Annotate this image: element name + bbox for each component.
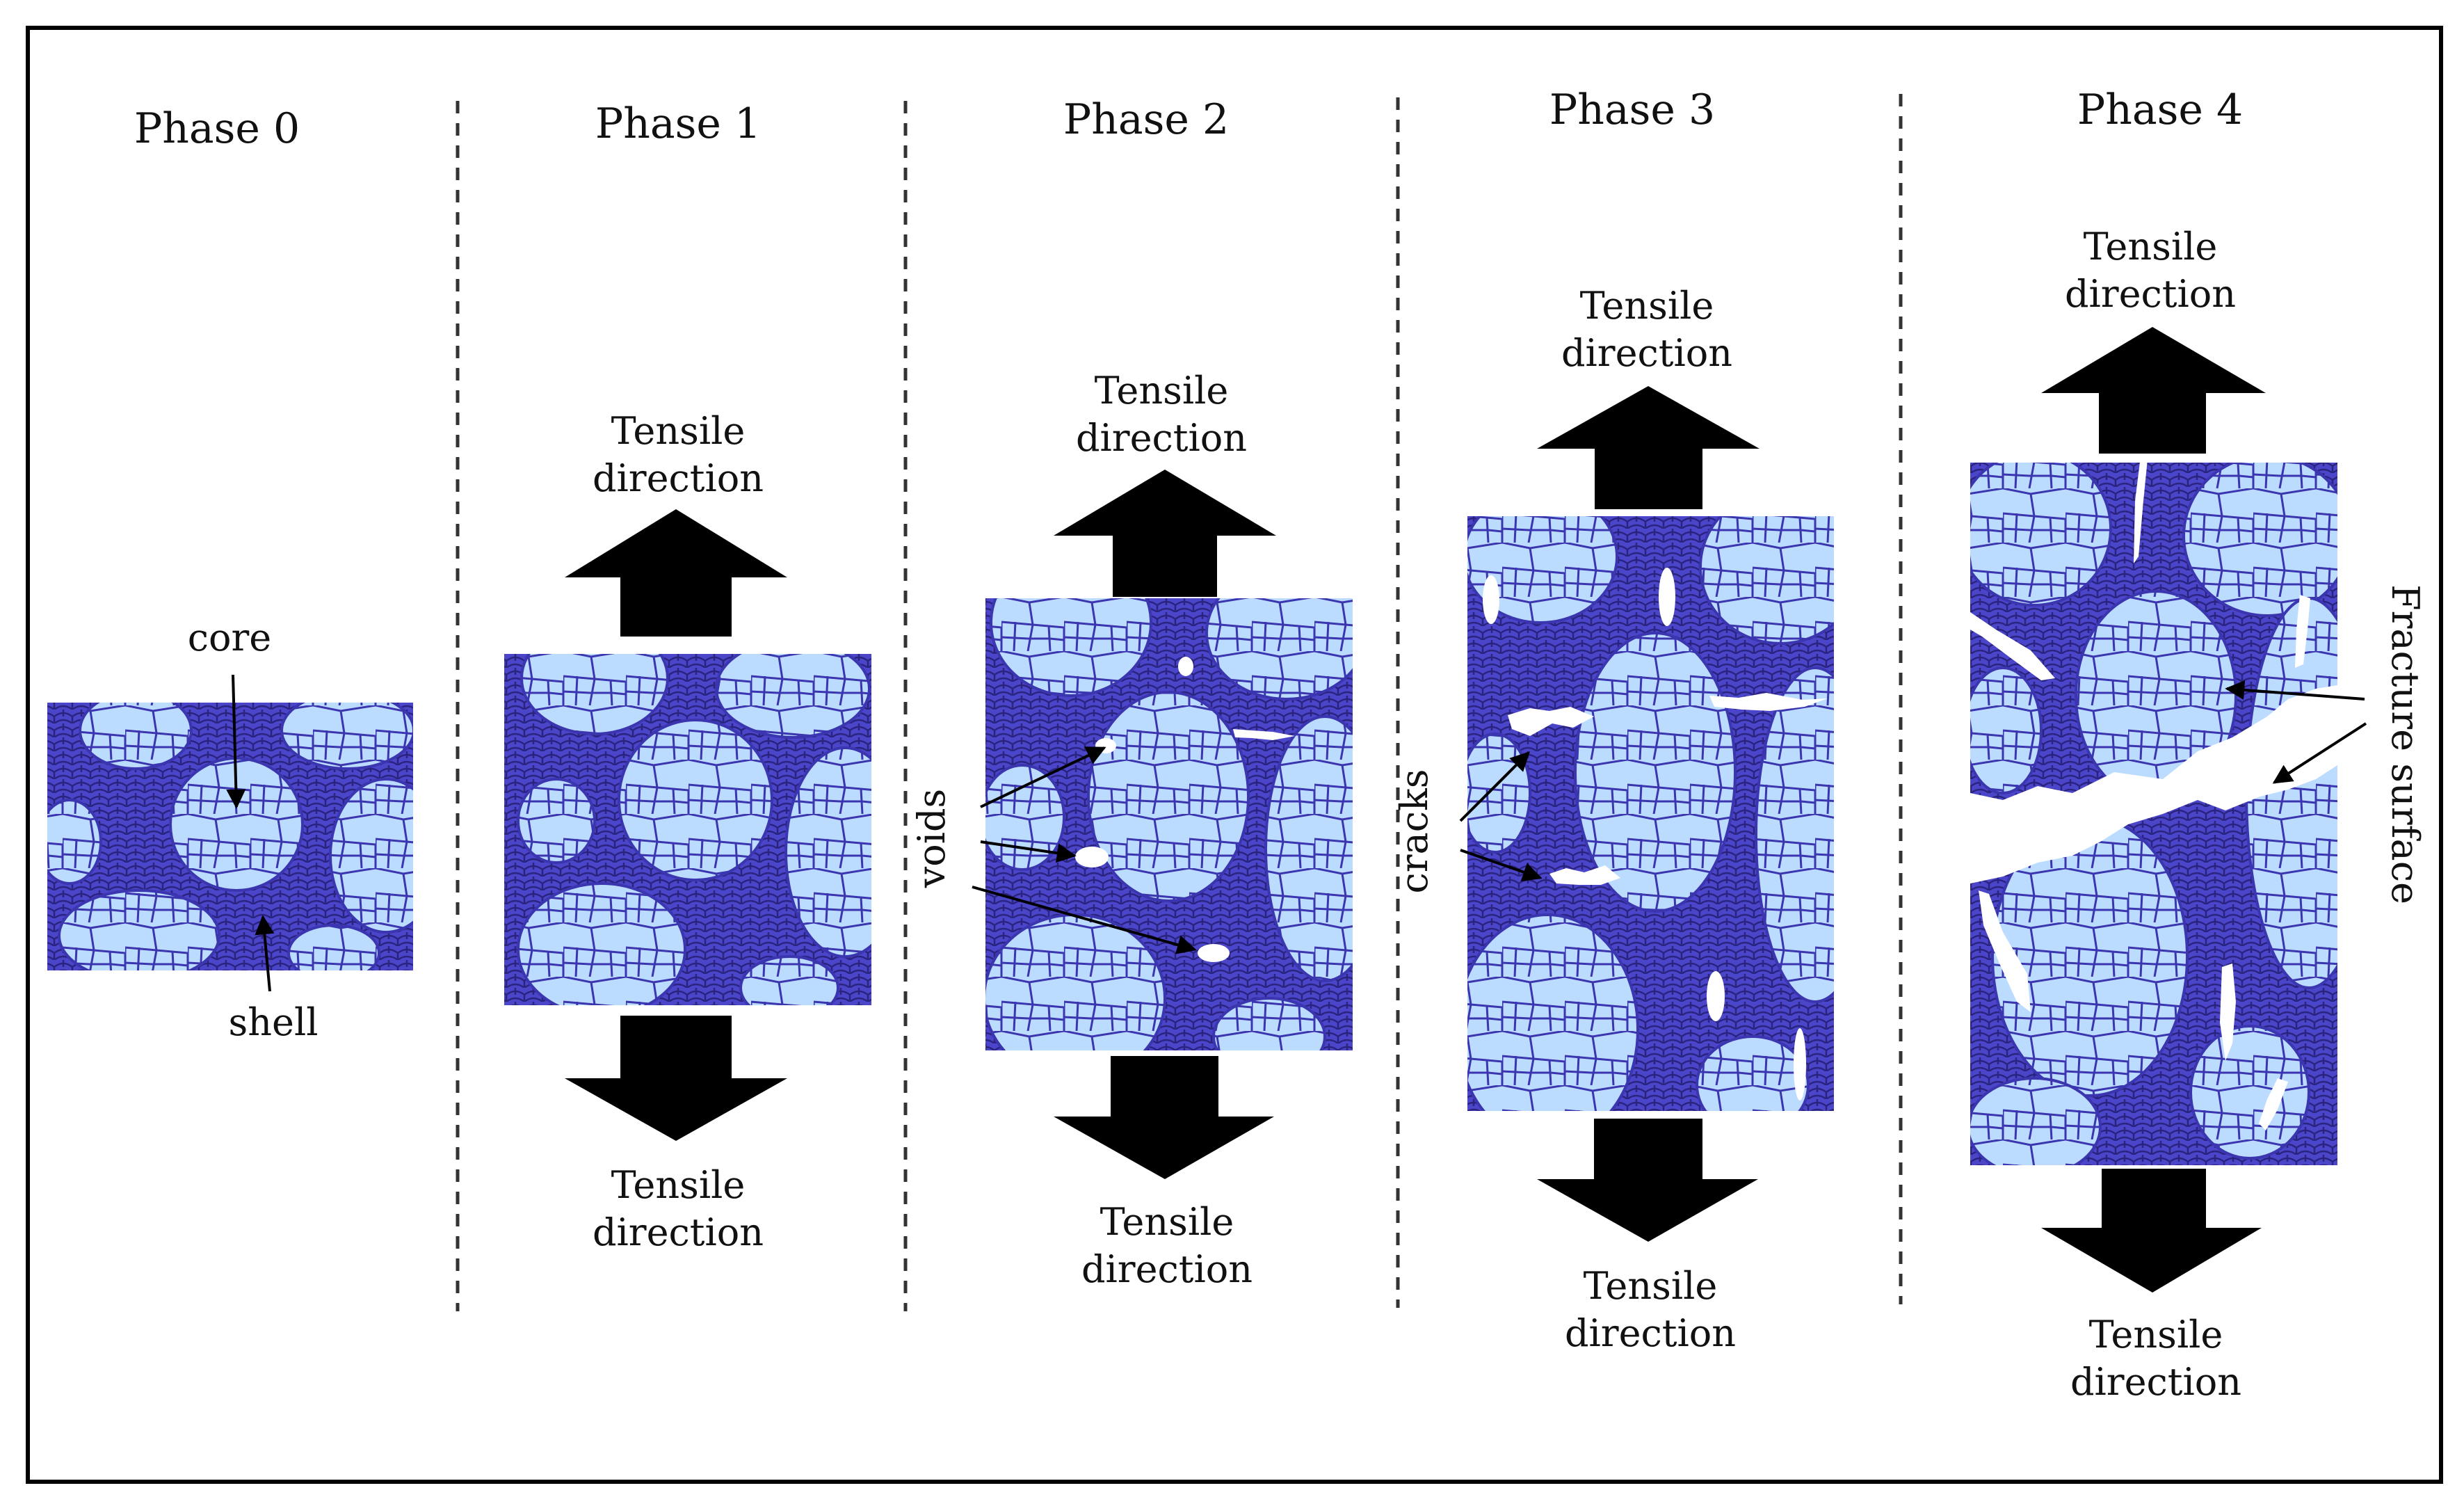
phase-4-microstructure	[1970, 463, 2337, 1165]
shell-pointer	[255, 915, 275, 992]
phase-3-title: Phase 3	[1549, 86, 1715, 134]
phase-4-down-arrow	[2041, 1169, 2262, 1293]
cracks-pointer-1	[1459, 751, 1530, 822]
phase-4-title: Phase 4	[2077, 86, 2243, 134]
phase-1-down-arrow	[565, 1016, 787, 1141]
phase-1-microstructure	[504, 654, 871, 1005]
voids-pointer-3	[972, 886, 1197, 954]
phase-1-up-arrow	[565, 509, 787, 637]
figure-frame	[26, 26, 2443, 1484]
fracture-pointer-2	[2272, 722, 2367, 784]
phase-4-tensile-bottom-line1: Tensile	[2089, 1313, 2223, 1357]
phase-2-up-arrow	[1054, 470, 1276, 597]
voids-pointer-2	[980, 840, 1077, 863]
phase-4-up-arrow	[2041, 327, 2266, 454]
phase-2-tensile-top-line1: Tensile	[1095, 369, 1229, 413]
phase-1-tensile-bottom-line2: direction	[593, 1210, 764, 1254]
phase-dividers	[456, 94, 1903, 1311]
fracture-pointer-1	[2225, 680, 2365, 701]
phase-2-tensile-bottom-line1: Tensile	[1100, 1200, 1234, 1244]
shell-label: shell	[229, 1000, 319, 1044]
phase-3-tensile-bottom-line2: direction	[1565, 1311, 1736, 1355]
phase-3-up-arrow	[1537, 386, 1760, 509]
phase-1-title: Phase 1	[595, 99, 761, 148]
phase-3-tensile-top-line2: direction	[1561, 331, 1732, 375]
core-pointer	[226, 674, 246, 809]
phase-3-down-arrow	[1537, 1119, 1758, 1242]
phase-1-tensile-top-line1: Tensile	[611, 409, 746, 453]
voids-pointer-1	[980, 746, 1106, 808]
phase-2-tensile-top-line2: direction	[1076, 416, 1247, 460]
core-label: core	[188, 616, 272, 659]
phase-0-microstructure	[47, 703, 413, 970]
phase-2-down-arrow	[1054, 1056, 1274, 1179]
phase-4-tensile-bottom-line2: direction	[2070, 1360, 2241, 1404]
phase-1-tensile-bottom-line1: Tensile	[611, 1163, 746, 1207]
phase-4-tensile-top-line1: Tensile	[2084, 225, 2218, 269]
phase-2-microstructure	[985, 598, 1353, 1050]
phase-1-tensile-top-line2: direction	[593, 456, 764, 500]
voids-label: voids	[910, 789, 953, 889]
phase-2-title: Phase 2	[1063, 95, 1229, 144]
phase-3-tensile-bottom-line1: Tensile	[1584, 1264, 1718, 1308]
phase-0-title: Phase 0	[134, 104, 300, 153]
fracture-surface-label: Fracture surface	[2383, 584, 2427, 904]
phase-2-tensile-bottom-line2: direction	[1081, 1247, 1253, 1291]
cracks-pointer-2	[1460, 849, 1543, 881]
cracks-label: cracks	[1392, 769, 1436, 894]
phase-3-microstructure	[1467, 516, 1834, 1111]
phase-4-tensile-top-line2: direction	[2065, 272, 2236, 316]
phase-3-tensile-top-line1: Tensile	[1580, 284, 1714, 328]
